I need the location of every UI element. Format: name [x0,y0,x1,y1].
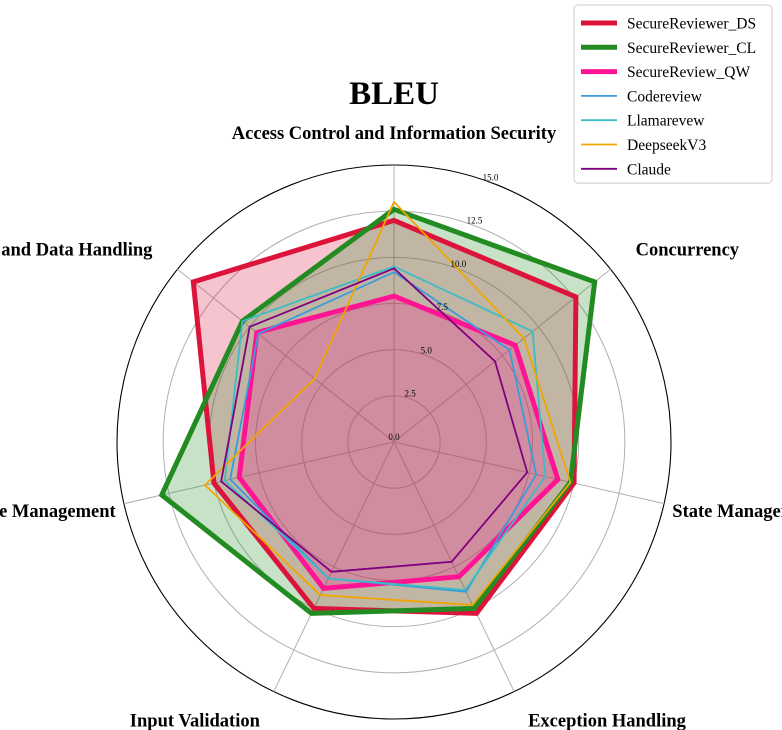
radial-tick-label: 2.5 [404,389,416,399]
series-fill [193,220,576,614]
radar-series [158,200,598,616]
series-line [220,267,529,573]
series-line [158,206,598,616]
radial-tick-label: 15.0 [483,172,499,182]
legend-label: Claude [627,161,671,178]
category-label: Concurrency [636,240,740,260]
series-line [223,265,547,592]
spoke-line [177,268,395,443]
category-label: State Management [672,502,782,522]
legend-label: SecureReviewer_CL [627,40,756,57]
spoke-line [273,441,395,692]
legend-label: SecureReview_QW [627,64,750,81]
category-label: Exception Handling [528,711,687,730]
legend-label: Codereview [627,88,703,105]
spoke-line [393,441,665,505]
category-label: Access Control and Information Security [232,124,557,144]
radial-tick-label: 7.5 [437,302,449,312]
chart-title: BLEU [349,76,439,112]
category-label: Input Validation [130,711,261,730]
category-label: Type and Data Handling [0,240,153,260]
radial-tick-labels: 0.0 2.5 5.0 7.5 10.0 12.5 15.0 [388,172,499,442]
category-labels: Access Control and Information SecurityC… [0,124,782,730]
radial-tick-label: 10.0 [451,259,467,269]
radial-tick-label: 12.5 [467,216,483,226]
spoke-line [393,441,515,692]
radial-tick-label: 0.0 [388,432,400,442]
legend-label: DeepseekV3 [627,137,706,154]
radar-grid [116,164,672,720]
legend: SecureReviewer_DS SecureReviewer_CL Secure… [573,4,773,184]
category-label: Resource Management [0,502,117,522]
radial-tick-label: 5.0 [421,346,433,356]
spoke-line [123,441,395,505]
legend-label: SecureReviewer_DS [627,16,756,33]
legend-label: Llamarevew [627,113,705,130]
legend-box [573,4,773,184]
series-line [203,200,572,606]
